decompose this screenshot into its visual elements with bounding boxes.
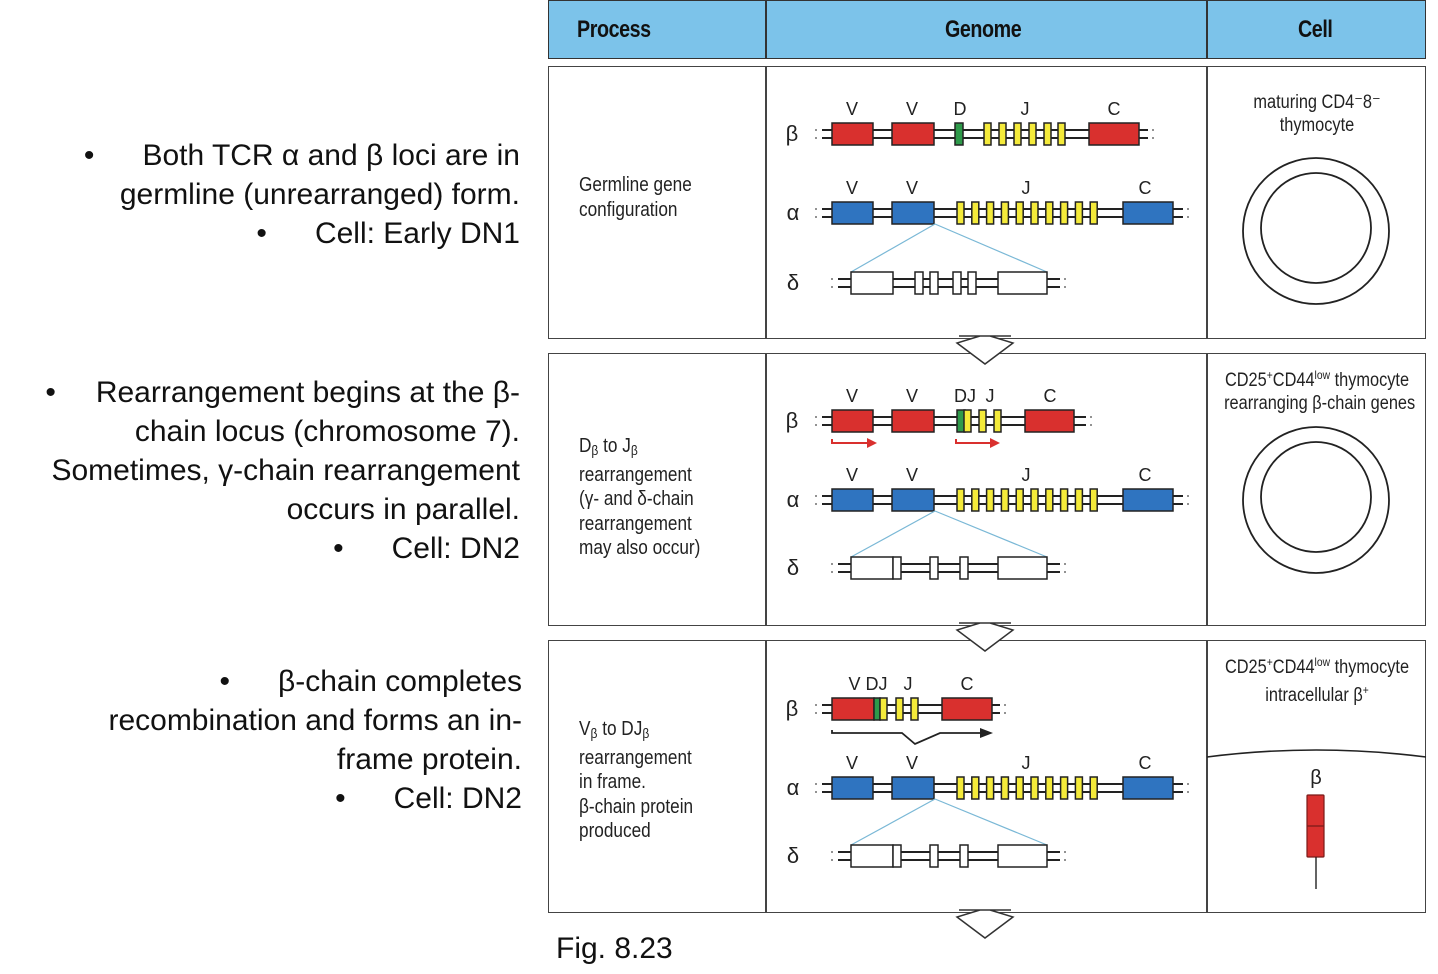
stage-panel-v-to-dj: Vβ to DJβ rearrangement in frame. β-chai… [548,640,1426,913]
stage-panel-germline: Germline gene configuration maturing CD4… [548,66,1426,339]
process-description: Germline gene configuration [579,174,692,221]
cell-label: CD25+CD44low thymocyte intracellular β+ [1224,655,1410,706]
process-description: Vβ to DJβ rearrangement in frame. β-chai… [579,718,694,842]
bullet-icon: • [219,665,230,698]
bullet-icon: • [45,376,56,409]
note-stage-2: •Rearrangement begins at the β- chain lo… [45,373,520,568]
note-stage-1: •Both TCR α and β loci are in germline (… [84,136,520,253]
bullet-icon: • [83,139,95,172]
figure-caption: Fig. 8.23 [556,932,673,965]
bullet-icon: • [333,532,344,565]
note-stage-3: •β-chain completes recombination and for… [108,662,522,818]
header-divider [1206,1,1208,58]
table-header: Process Genome Cell [548,0,1426,59]
stage-panel-d-to-j: Dβ to Jβ rearrangement (γ- and δ-chain r… [548,353,1426,626]
header-process: Process [577,15,651,43]
bullet-icon: • [256,217,267,250]
bullet-icon: • [335,782,346,815]
header-divider [765,1,767,58]
cell-label: CD25+CD44low thymocyte rearranging β-cha… [1224,368,1416,414]
transition-arrow-3 [955,909,1015,939]
cell-label: maturing CD4⁻8⁻ thymocyte [1253,92,1381,136]
process-description: Dβ to Jβ rearrangement (γ- and δ-chain r… [579,435,701,559]
header-genome: Genome [945,15,1022,43]
header-cell: Cell [1298,15,1333,43]
